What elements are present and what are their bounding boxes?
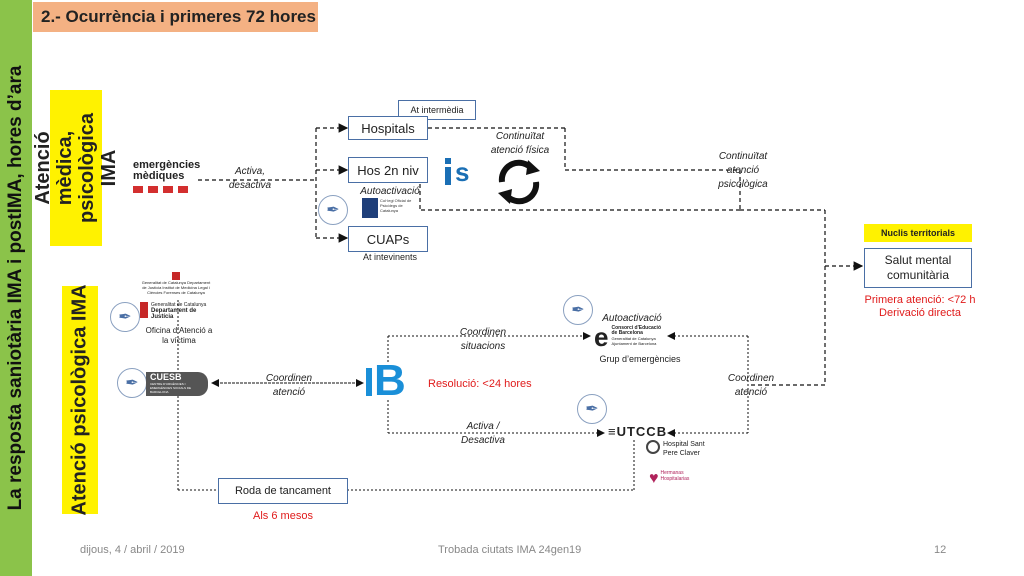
consorci-logo: e Consorci d'Educació de Barcelona Gener… (594, 322, 661, 352)
hos2-node: Hos 2n niv (348, 157, 428, 183)
footer-center: Trobada ciutats IMA 24gen19 (438, 544, 582, 556)
pen-nib-icon: ✒ (563, 295, 593, 325)
hermanas-logo: ♥ Hermanas Hospitalarias (649, 470, 690, 487)
oficina-label: Oficina d’Atenció a la víctima (145, 326, 213, 345)
at-intevinents-label: At intevinents (362, 252, 418, 262)
justicia-logo: Generalitat de Catalunya Departament de … (140, 302, 214, 324)
section-bottom-label: Atenció psicològica IMA (62, 284, 98, 516)
continuitat-fisica-label: Continuïtat atenció física (490, 131, 550, 156)
sidebar-band: La resposta saniotària IMA i postIMA, ho… (0, 0, 32, 576)
primera-atencio-label: Primera atenció: <72 h (864, 294, 976, 306)
grup-emergencies-label: Grup d’emergències (599, 354, 681, 364)
activa-desactiva-label: Activa, desactiva (228, 166, 272, 191)
hospital-sant-pere-logo: Hospital Sant Pere Claver (646, 440, 716, 464)
refresh-cycle-icon (498, 159, 540, 205)
copc-logo: Col·legi Oficial de Psicòlegs de Catalun… (362, 198, 412, 224)
pen-nib-icon: ✒ (318, 195, 348, 225)
roda-tancament-node: Roda de tancament (218, 478, 348, 504)
section-top-label: Atenció mèdica, psicològica IMA (32, 90, 120, 246)
resolucio-label: Resolució: <24 hores (428, 378, 532, 390)
at-intermedia-box: At intermèdia (398, 100, 476, 120)
autoactivacio-mid-label: Autoactivació (602, 313, 662, 324)
ics-logo-icon: s (445, 158, 477, 186)
cuesb-logo: CUESB CENTRE D'URGÈNCIES I EMERGÈNCIES S… (146, 372, 208, 396)
coordinen-atencio-left-label: Coordinen atenció (265, 373, 313, 398)
page-number: 12 (934, 544, 947, 556)
footer-date: dijous, 4 / abril / 2019 (80, 544, 185, 556)
salut-mental-node: Salut mental comunitària (864, 248, 972, 288)
slide-title: 2.- Ocurrència i primeres 72 hores (33, 2, 318, 32)
continuitat-psicologica-label: Continuïtat atenció psicològica (718, 151, 768, 190)
gencat-imlcfc-logo: Generalitat de Catalunya Departament de … (140, 272, 212, 295)
b-logo: B (366, 358, 410, 404)
cuaps-node: CUAPs (348, 226, 428, 252)
als-6-mesos-label: Als 6 mesos (253, 510, 313, 522)
autoactivacio-top-label: Autoactivació (360, 186, 420, 197)
coordinen-situacions-label: Coordinen situacions (459, 327, 507, 352)
sem-logo: emergències mèdiques (133, 160, 203, 193)
pen-nib-icon: ✒ (577, 394, 607, 424)
coordinen-atencio-right-label: Coordinen atenció (727, 373, 775, 398)
hospitals-node: Hospitals (348, 116, 428, 140)
nuclis-territorials-label: Nuclis territorials (864, 224, 972, 242)
activa-desactiva-bottom-label: Activa / Desactiva (461, 421, 505, 446)
derivacio-label: Derivació directa (879, 307, 961, 319)
pen-nib-icon: ✒ (110, 302, 140, 332)
utccb-logo: ≡UTCCB (608, 424, 668, 439)
pen-nib-icon: ✒ (117, 368, 147, 398)
